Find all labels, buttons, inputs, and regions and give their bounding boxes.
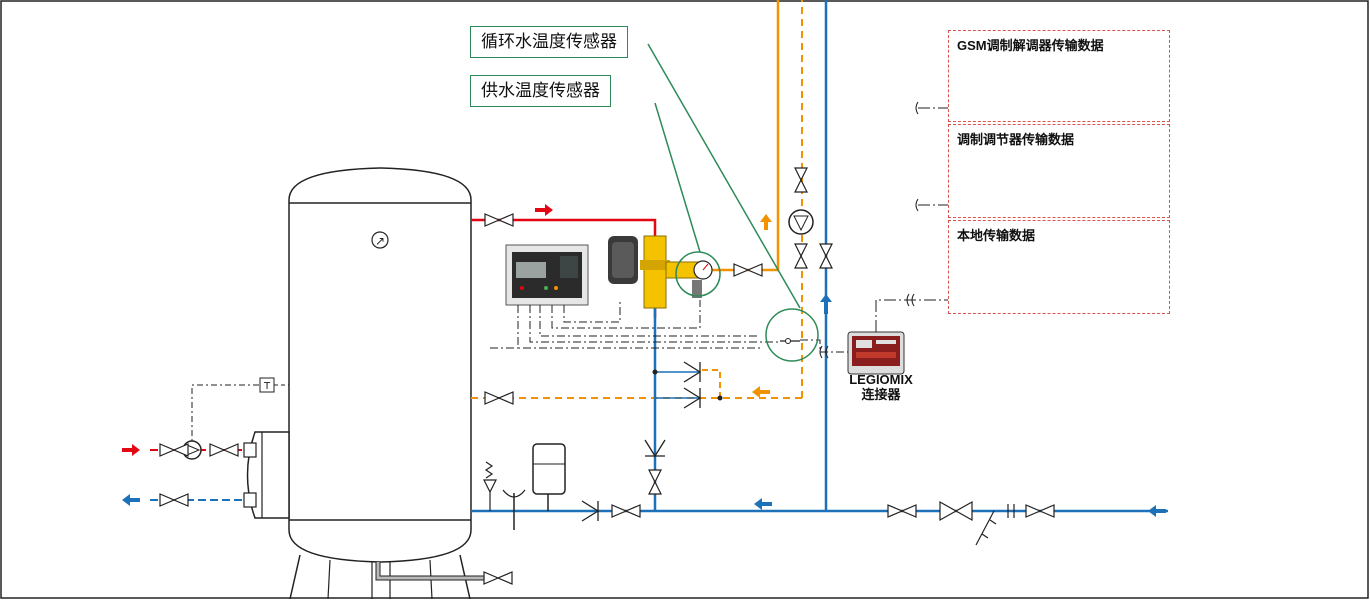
storage-tank: ↗ [243,167,486,600]
return-temp-sensor-callout: 循环水温度传感器 [470,26,628,58]
valves [159,167,1055,585]
gsm-panel-title: GSM调制解调器传输数据 [957,38,1104,53]
legiomix-subtitle: 连接器 [861,387,901,402]
control-wiring [490,300,848,353]
flow-arrows [122,204,1166,517]
legiomix-label: LEGIOMIX 连接器 [846,372,916,402]
tank-gauge-icon: ↗ [375,234,385,248]
check-valves [581,361,702,522]
local-panel-title: 本地传输数据 [957,228,1036,243]
hot-return-pipe [471,0,803,399]
thermostat-icon: T [263,381,271,392]
sensor-highlights [647,43,819,362]
local-panel: 本地传输数据 [948,220,1170,314]
gsm-panel: GSM调制解调器传输数据 [948,30,1170,122]
legiomix-connector [847,331,905,375]
safety-valve [483,461,526,511]
modem-panel-title: 调制调节器传输数据 [957,132,1075,147]
legiomix-name: LEGIOMIX [849,372,913,387]
modem-panel: 调制调节器传输数据 [948,124,1170,218]
junction-dots [652,369,723,401]
controller-unit [505,244,589,306]
supply-temp-sensor-callout: 供水温度传感器 [470,75,611,107]
mixing-valve-assembly [608,235,713,309]
return-sensor-probe [780,338,800,344]
circulation-pump [788,209,814,235]
line-breaks [819,101,919,359]
strainer [975,504,1015,546]
expansion-tank [532,443,566,495]
